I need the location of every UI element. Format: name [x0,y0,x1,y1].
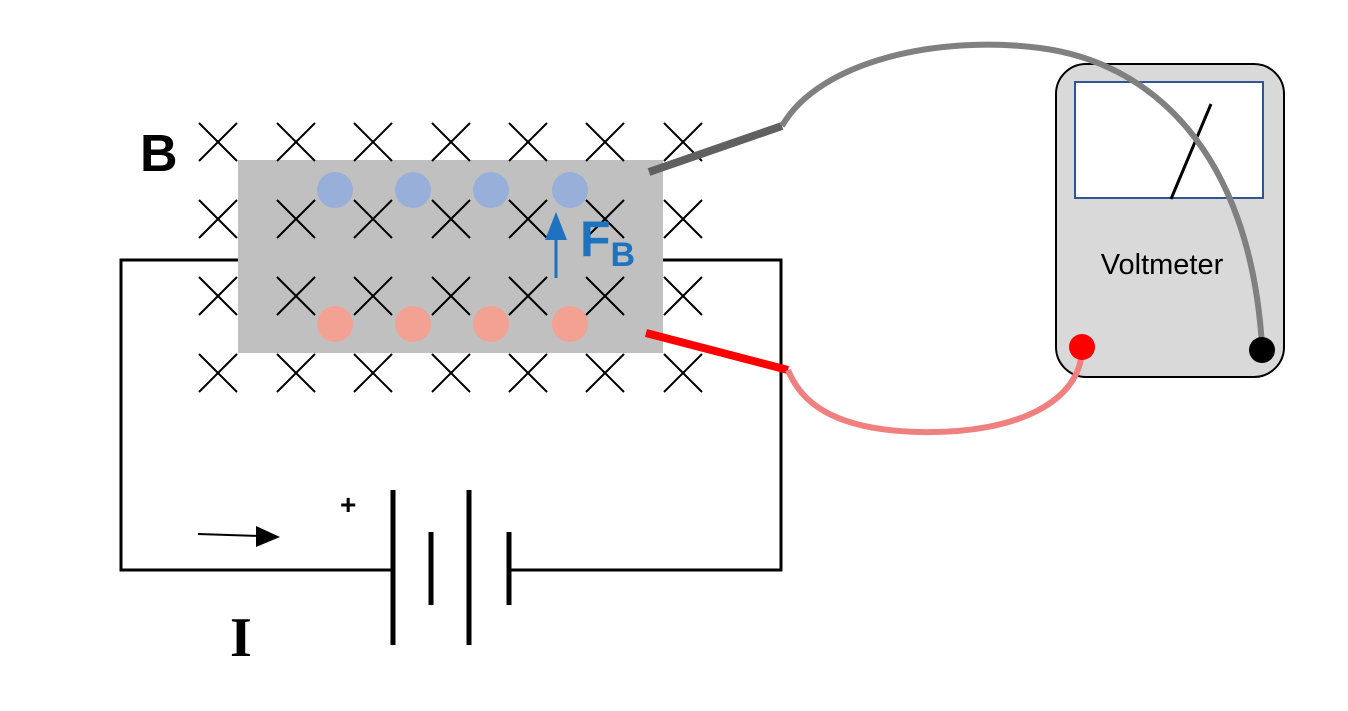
voltmeter-display-window [1074,81,1264,199]
current-direction-arrow [197,526,280,547]
battery-plus-label: + [340,489,356,520]
field-cross-mark [663,199,703,239]
magnetic-force-arrow [545,212,567,278]
field-cross-mark [508,199,548,239]
field-cross-mark [353,199,393,239]
probe-top-dark [647,122,784,176]
field-cross-mark [508,276,548,316]
battery [390,490,512,645]
current-label: I [230,607,252,669]
voltmeter: Voltmeter [1055,63,1285,378]
field-cross-mark [585,276,625,316]
force-main-label: F [580,211,611,267]
circuit-wire [119,258,783,572]
field-cross-mark [353,353,393,393]
negative-charges-top [317,172,588,208]
lead-pink [785,349,1085,436]
positive-charges-bottom [317,306,588,342]
field-cross-mark [276,122,316,162]
voltmeter-terminal-black [1249,337,1275,363]
magnetic-force-label: FB [580,211,635,274]
voltmeter-label: Voltmeter [1101,249,1224,281]
lead-grey [779,41,1265,347]
magnetic-field-into-page [198,122,703,393]
field-cross-mark [431,122,471,162]
force-subscript-label: B [611,236,636,274]
field-cross-mark [198,199,238,239]
field-cross-mark [508,353,548,393]
field-cross-mark [198,122,238,162]
field-cross-mark [585,199,625,239]
magnetic-field-label: B [140,125,178,183]
voltmeter-terminal-red [1069,334,1095,360]
voltmeter-needle [1169,103,1213,200]
field-cross-mark [508,122,548,162]
probe-bottom-red [644,329,790,374]
field-cross-mark [431,199,471,239]
field-cross-mark [585,122,625,162]
field-cross-mark [276,353,316,393]
field-cross-mark [585,353,625,393]
field-cross-mark [663,353,703,393]
field-cross-mark [353,122,393,162]
field-cross-mark [431,353,471,393]
field-cross-mark [431,276,471,316]
field-cross-mark [276,276,316,316]
field-cross-mark [663,276,703,316]
conductor-slab [238,160,663,353]
field-cross-mark [198,276,238,316]
field-cross-mark [353,276,393,316]
field-cross-mark [276,199,316,239]
field-cross-mark [198,353,238,393]
